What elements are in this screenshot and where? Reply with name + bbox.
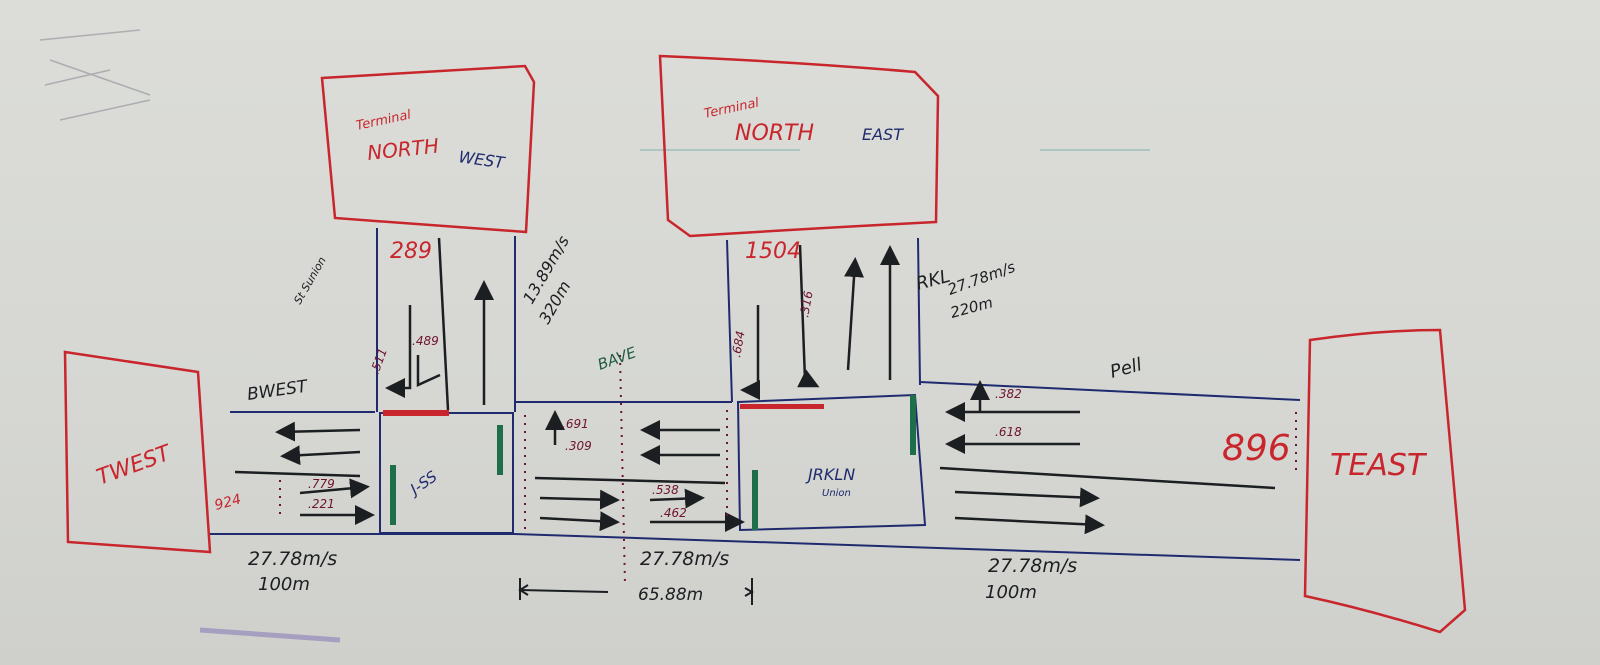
ratio-mid-lower1: .538 [652,483,679,497]
ratio-nw-left: .511 [368,346,390,376]
terminal-east-label: TEAST [1330,448,1428,483]
terminal-nw-line2: NORTH [366,134,440,165]
eraser-smudges [39,29,1150,643]
stop-bars [383,395,916,530]
turn-ratios: .511 .489 .684 .316 .779 .221 .691 .309 … [308,289,1022,520]
e-speed: 27.78m/s [988,555,1077,577]
intersection-left-label: J-SS [405,467,441,500]
ratio-mid-lower2: .462 [660,506,687,520]
ratio-w-lower: .221 [308,497,335,511]
street-bwest: BWEST [246,377,310,405]
lane-arrows [234,237,1276,535]
terminal-west: TWEST [63,350,212,554]
terminal-ne-line1: Terminal [703,96,761,122]
volume-west: 924 [213,491,243,513]
ratio-nw-right: .489 [412,334,439,348]
ne-speed: 27.78m/s [945,258,1018,299]
street-bave: BAVE [595,343,639,374]
road-outlines [210,228,1301,561]
terminal-east: TEAST [1303,328,1467,634]
ratio-mid-upper1: .691 [562,417,589,431]
w-speed: 27.78m/s [248,548,337,570]
dimension-line [518,578,755,605]
terminal-west-label: TWEST [94,440,176,490]
ratio-w-upper: .779 [308,477,335,491]
ratio-e-lower: .618 [995,425,1022,439]
terminal-north-east: Terminal NORTH EAST [658,54,940,238]
terminal-ne-line3: EAST [862,125,904,144]
intersection-right-line1: JRKLN [805,465,855,484]
ratio-mid-upper2: .309 [565,439,592,453]
dotted-dividers [279,354,1297,586]
street-st-sunion: St Sunion [291,255,329,307]
volume-nw: 289 [390,239,432,264]
terminal-north-west: Terminal NORTH WEST [320,64,536,234]
w-length: 100m [258,574,310,595]
ne-length: 220m [948,293,994,322]
intersection-right-line2: Union [822,488,851,499]
terminal-nw-line1: Terminal [355,108,413,134]
ratio-ne-right: .316 [797,289,815,318]
street-pell: Pell [1108,354,1144,383]
volume-east: 896 [1222,428,1291,469]
e-length: 100m [985,582,1037,603]
street-rkl: RKL [914,266,953,295]
volume-ne: 1504 [745,239,801,264]
ratio-e-upper: .382 [995,387,1022,401]
terminal-ne-line2: NORTH [735,121,814,146]
ratio-ne-left: .684 [729,330,747,359]
terminal-nw-line3: WEST [457,147,506,172]
mid-length: 65.88m [638,585,703,605]
mid-speed: 27.78m/s [640,548,729,570]
